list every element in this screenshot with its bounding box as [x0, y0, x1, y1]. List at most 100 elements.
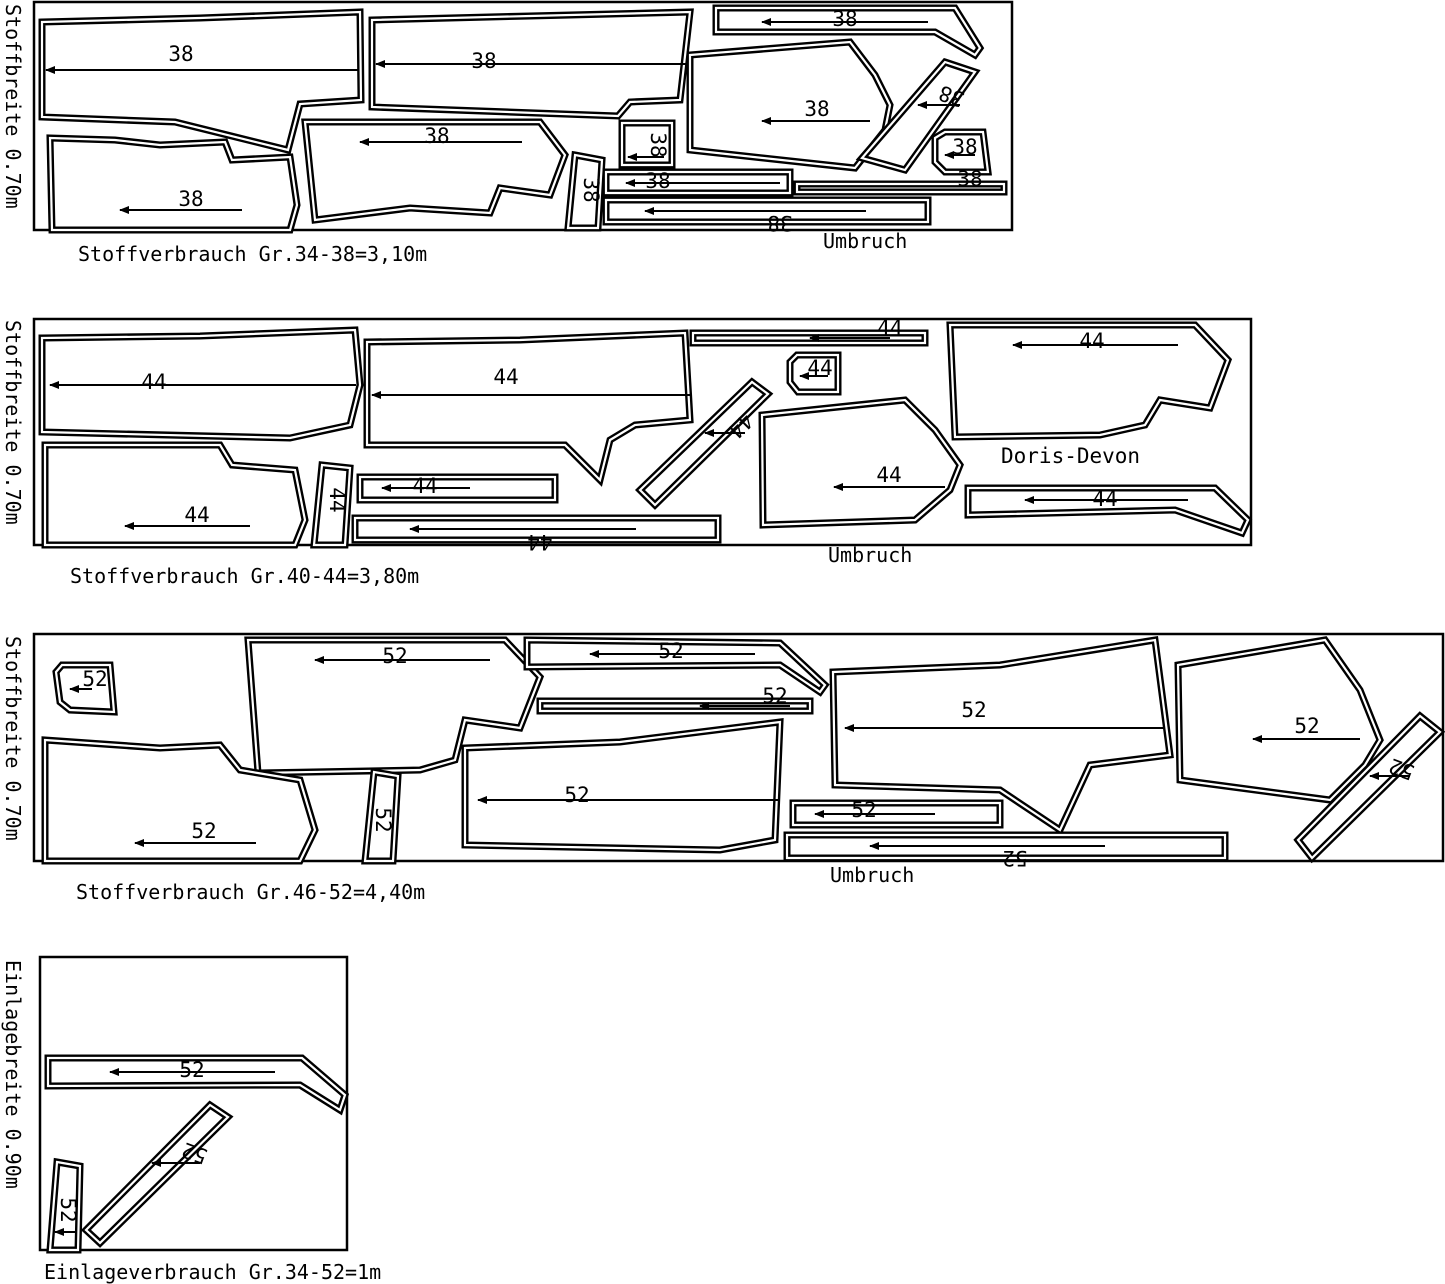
piece-outline-inner: [48, 1160, 82, 1252]
size-label: 52: [762, 684, 787, 708]
size-label: 44: [527, 530, 552, 554]
piece-outline-inner: [40, 328, 362, 440]
size-label: 52: [658, 639, 683, 663]
piece-outline-inner: [714, 6, 982, 57]
piece-outline-inner: [788, 353, 840, 394]
piece-outline-inner: [353, 516, 720, 542]
piece-outline-inner: [358, 475, 557, 502]
piece-outline-inner: [860, 60, 977, 172]
size-label: 52: [1002, 846, 1027, 870]
piece-outline-inner: [54, 663, 116, 714]
piece-outline-inner: [463, 720, 782, 852]
fold-label: Umbruch: [830, 863, 914, 887]
piece-outline-inner: [1176, 638, 1382, 802]
piece-outline-inner: [370, 10, 692, 118]
size-label: 38: [646, 132, 670, 157]
fabric-frame: [32, 632, 1445, 863]
fabric-usage-caption: Stoffverbrauch Gr.40-44=3,80m: [70, 564, 419, 588]
piece-outline-inner: [566, 153, 604, 230]
piece-outline-inner: [40, 10, 363, 152]
piece-outline-inner: [303, 120, 567, 222]
piece-outline-inner: [691, 331, 927, 345]
piece-outline-inner: [966, 486, 1250, 535]
layout-panel-interfacing: Einlagebreite 0.90m Einlageverbrauch Gr.…: [1, 955, 381, 1284]
fold-label: Umbruch: [828, 543, 912, 567]
size-label: 38: [767, 211, 792, 235]
layout-panel-sizes-46-52: Stoffbreite 0.70m Stoffverbrauch Gr.46-5…: [1, 632, 1445, 904]
piece-outline-inner: [620, 121, 674, 167]
fabric-usage-caption: Stoffverbrauch Gr.34-38=3,10m: [78, 242, 427, 266]
piece-outline-inner: [246, 638, 542, 775]
size-label: 52: [191, 819, 216, 843]
piece-outline-inner: [48, 136, 299, 232]
piece-outline-inner: [46, 1056, 347, 1112]
size-label: 52: [56, 1197, 80, 1222]
size-label: 52: [961, 698, 986, 722]
pattern-piece-back-pants: [363, 329, 694, 487]
size-label: 52: [382, 644, 407, 668]
piece-outline-inner: [43, 443, 307, 547]
size-label: 38: [168, 42, 193, 66]
pattern-piece-front: [46, 134, 301, 234]
size-label: 38: [471, 49, 496, 73]
size-label: 44: [141, 370, 166, 394]
piece-outline-inner: [312, 463, 352, 547]
size-label: 38: [424, 124, 449, 148]
pattern-piece-front: [41, 441, 309, 549]
size-label: 52: [1294, 714, 1319, 738]
piece-outline-inner: [1296, 714, 1442, 860]
interfacing-width-label: Einlagebreite 0.90m: [1, 960, 25, 1189]
piece-outline-inner: [604, 170, 792, 195]
size-label: 44: [807, 356, 832, 380]
pattern-piece-sleeve: [1174, 636, 1384, 804]
fabric-usage-caption: Stoffverbrauch Gr.46-52=4,40m: [76, 880, 425, 904]
size-label: 44: [1079, 329, 1104, 353]
interfacing-usage-caption: Einlageverbrauch Gr.34-52=1m: [44, 1260, 381, 1284]
fabric-width-label: Stoffbreite 0.70m: [1, 4, 25, 209]
fabric-frame: [32, 0, 1014, 232]
size-label: 52: [371, 807, 395, 832]
piece-outline-inner: [638, 380, 770, 507]
size-label: 38: [579, 177, 603, 202]
size-label: 38: [957, 167, 982, 191]
piece-outline-inner: [948, 323, 1230, 439]
layout-panel-sizes-40-44: Stoffbreite 0.70m Stoffverbrauch Gr.40-4…: [1, 316, 1253, 588]
piece-outline-inner: [365, 331, 692, 483]
pattern-piece-collar: [80, 1100, 234, 1248]
size-label: 38: [832, 7, 857, 31]
layout-panel-sizes-34-38: Stoffbreite 0.70m Stoffverbrauch Gr.34-3…: [1, 0, 1014, 266]
fabric-width-label: Stoffbreite 0.70m: [1, 320, 25, 525]
pattern-piece-sleeve: [686, 38, 894, 172]
piece-outline-inner: [363, 770, 400, 863]
size-label: 38: [952, 135, 977, 159]
piece-outline-inner: [760, 398, 962, 527]
size-label: 38: [645, 169, 670, 193]
fold-label: Umbruch: [823, 229, 907, 253]
fabric-frame: [32, 317, 1253, 547]
piece-outline-inner: [831, 638, 1172, 832]
size-label: 38: [178, 187, 203, 211]
piece-outline-inner: [795, 182, 1006, 194]
size-label: 44: [877, 316, 902, 340]
piece-outline-inner: [791, 801, 1002, 827]
piece-outline-inner: [43, 738, 317, 863]
size-label: 44: [325, 487, 349, 512]
size-label: 44: [493, 365, 518, 389]
size-label: 52: [851, 798, 876, 822]
piece-outline-inner: [538, 699, 812, 713]
size-label: 52: [179, 1058, 204, 1082]
size-label: 44: [876, 463, 901, 487]
size-label: 44: [184, 503, 209, 527]
piece-outline-inner: [688, 40, 892, 170]
interfacing-frame: [38, 955, 349, 1252]
piece-outline-inner: [933, 130, 990, 174]
size-label: 38: [804, 97, 829, 121]
size-label: 52: [564, 783, 589, 807]
size-label: 52: [82, 667, 107, 691]
size-label: 44: [1092, 487, 1117, 511]
pattern-name: Doris-Devon: [1001, 444, 1140, 468]
piece-outline-inner: [785, 833, 1227, 860]
fabric-width-label: Stoffbreite 0.70m: [1, 636, 25, 841]
piece-outline-inner: [604, 198, 930, 224]
